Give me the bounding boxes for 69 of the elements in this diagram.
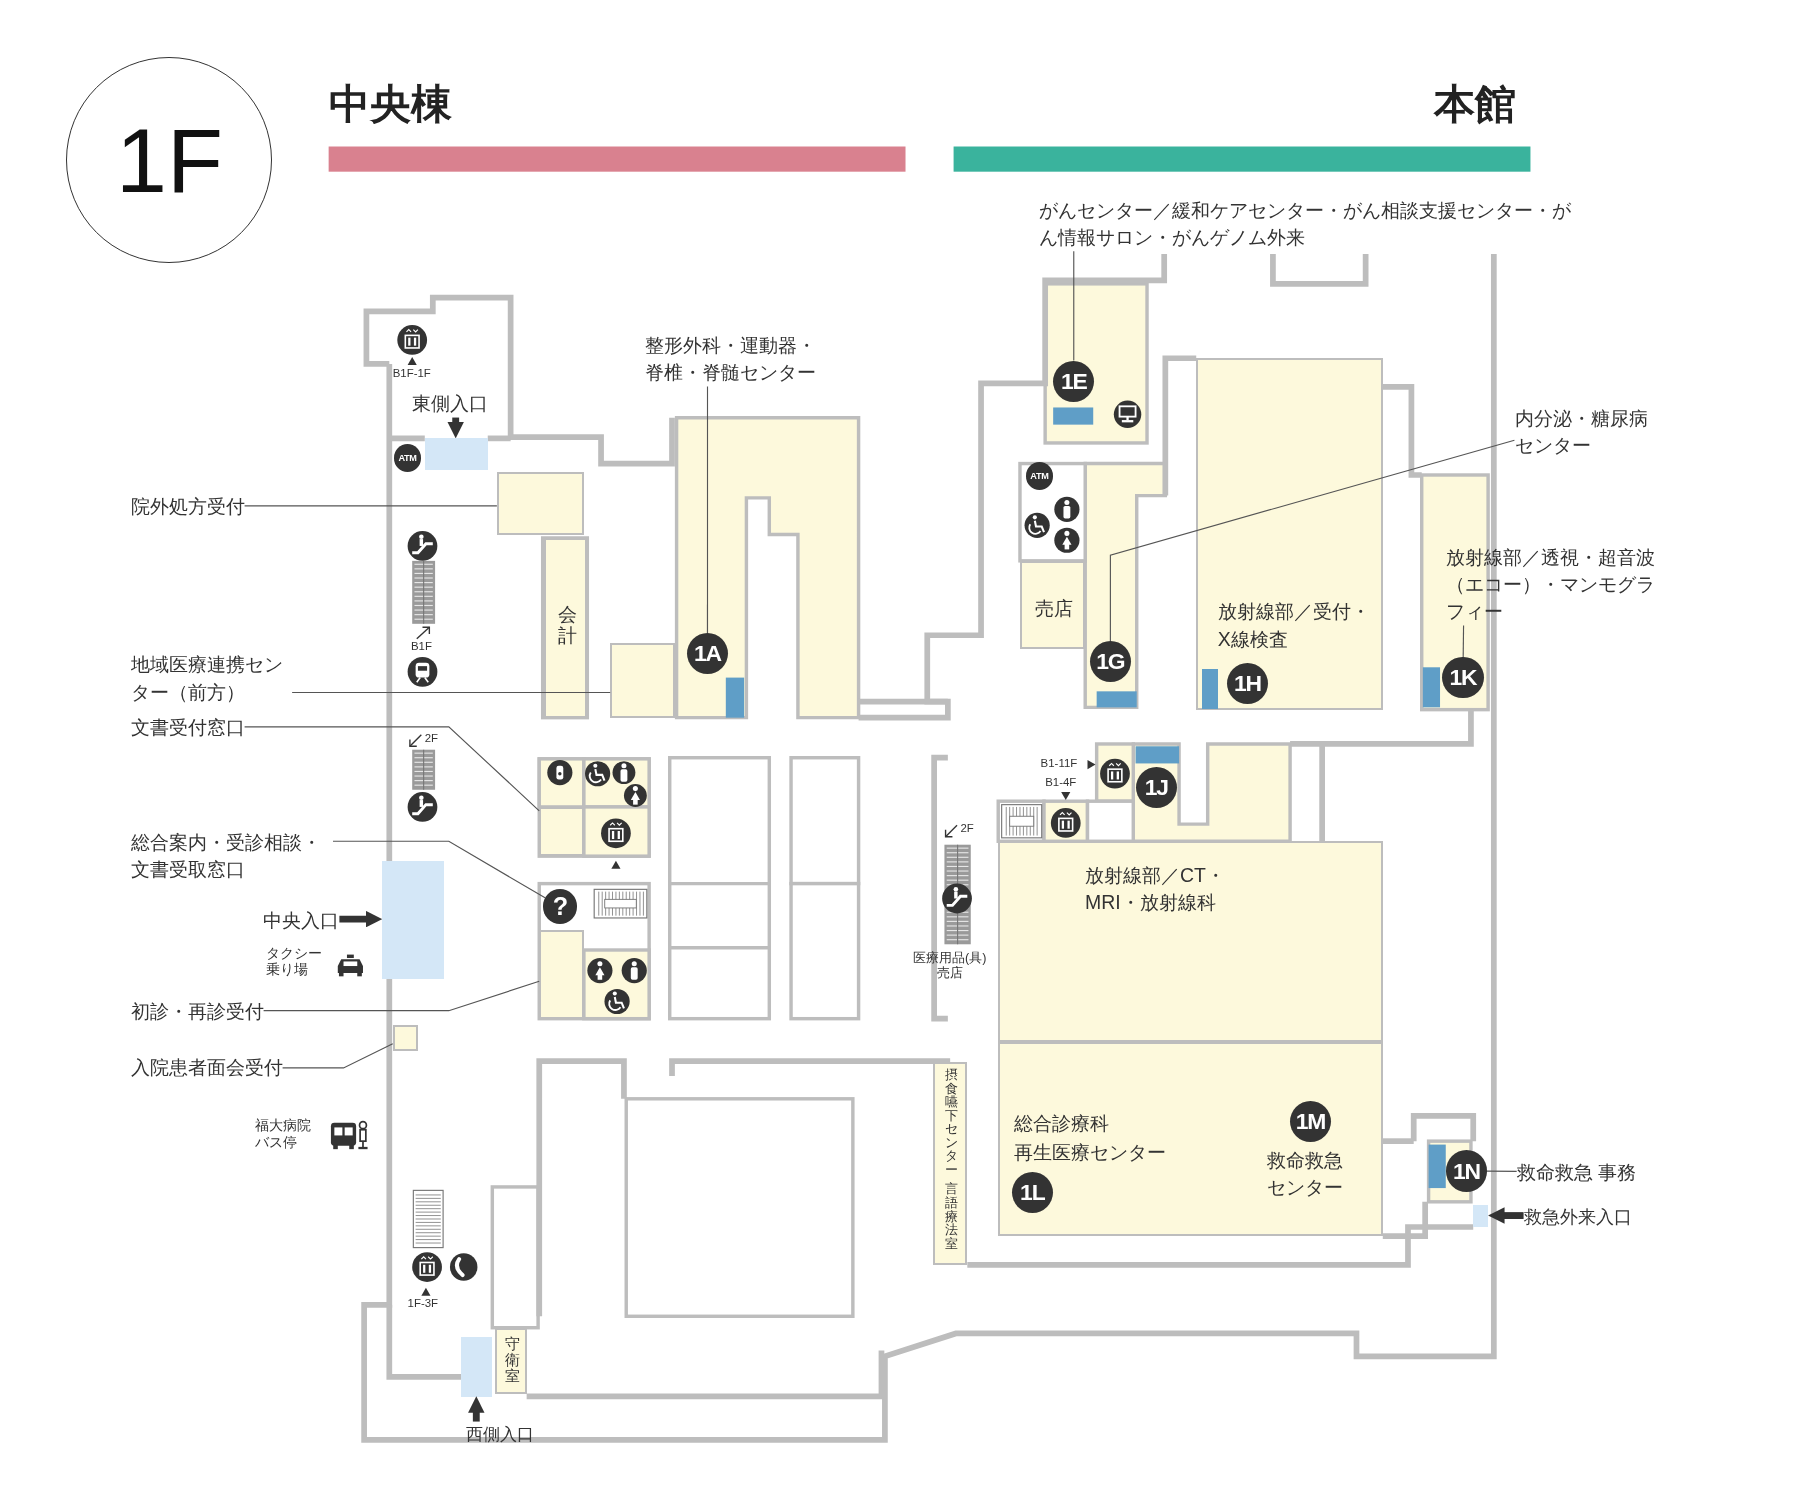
code-badge: 1H	[1226, 662, 1269, 704]
callout-label: 内分泌・糖尿病センター	[1514, 405, 1657, 460]
leader-line	[706, 385, 709, 634]
callout-label: 初診・再診受付	[130, 998, 264, 1026]
room-label: 放射線部／CT・MRI・放射線科	[1084, 862, 1226, 915]
room	[392, 1024, 418, 1051]
floor-range-label: 1F-3F	[407, 1297, 439, 1311]
floor-range-label: B1F-1F	[392, 367, 431, 382]
callout-label: 入院患者面会受付	[130, 1054, 283, 1082]
callout-label: 整形外科・運動器・脊椎・脊髄センター	[644, 331, 826, 387]
room	[998, 841, 1383, 1042]
callout-label: 中央入口	[263, 906, 340, 934]
room	[539, 929, 584, 1019]
callout-label: 放射線部／透視・超音波（エコー）・マンモグラフィー	[1445, 543, 1670, 626]
callout-label: 救急外来入口	[1523, 1204, 1632, 1230]
room-label: 売店	[1034, 596, 1073, 621]
callout-label: 総合案内・受診相談・文書受取窓口	[130, 828, 333, 884]
leader-line	[263, 980, 540, 1012]
room-label: 救命救急センター	[1266, 1147, 1344, 1200]
leader-line	[1486, 1170, 1518, 1172]
floor-range-label: B1-11F	[1040, 756, 1078, 771]
leader-line	[1109, 439, 1515, 642]
room-label: 摂食嚥下センター	[945, 1068, 959, 1178]
floor-range-label: B1-4F	[1045, 776, 1077, 790]
building-heading: 本館	[1434, 80, 1517, 130]
callout-label: 西側入口	[465, 1421, 534, 1446]
callout-label: 東側入口	[412, 390, 489, 418]
room-label: 放射線部／受付・X線検査	[1217, 599, 1371, 652]
callout-label: がんセンター／緩和ケアセンター・がん相談支援センター・がん情報サロン・がんゲノム外来	[1039, 196, 1575, 252]
room	[1020, 560, 1086, 650]
leader-line	[291, 691, 611, 694]
room-label: 再生医療センター	[1013, 1139, 1166, 1165]
floor-range-label: 2F	[424, 731, 439, 746]
callout-label: 文書受付窓口	[130, 714, 245, 742]
leader-line	[1073, 250, 1075, 362]
room-label: 言語療法室	[945, 1183, 959, 1252]
leader-line	[1462, 624, 1465, 658]
room	[998, 1041, 1383, 1237]
room	[539, 807, 584, 857]
leader-line	[244, 726, 540, 812]
taxi-stand-label: タクシー乗り場	[265, 945, 323, 979]
room	[1196, 358, 1383, 710]
entrance-area	[1473, 1205, 1489, 1228]
building-heading: 中央棟	[328, 80, 452, 130]
callout-label: 院外処方受付	[130, 493, 245, 521]
room	[494, 1327, 527, 1395]
callout-label: 地域医療連携センター（前方）	[130, 651, 292, 706]
room-label: 会計	[557, 604, 578, 647]
room	[543, 538, 588, 718]
leader-line	[332, 840, 546, 899]
room	[933, 1062, 968, 1265]
floor-range-label: 2F	[960, 821, 974, 836]
room	[496, 471, 584, 535]
entrance-area	[461, 1337, 493, 1397]
shop-label: 医療用品(具)売店	[912, 951, 988, 982]
floor-range-label: B1F	[410, 639, 432, 654]
leader-line	[244, 505, 498, 507]
entrance-area	[424, 438, 488, 471]
bus-stop-label: 福大病院バス停	[255, 1118, 313, 1152]
room	[610, 643, 676, 718]
code-badge: 1M	[1289, 1100, 1332, 1143]
room-label: 総合診療科	[1013, 1111, 1109, 1137]
room-label: 守衛室	[504, 1335, 521, 1384]
entrance-arrow	[447, 417, 464, 439]
atm-sign: ATM	[393, 444, 422, 472]
entrance-area	[382, 860, 445, 979]
callout-label: 救命救急 事務	[1516, 1158, 1637, 1186]
leader-line	[282, 1043, 394, 1069]
code-badge: 1L	[1011, 1171, 1053, 1214]
